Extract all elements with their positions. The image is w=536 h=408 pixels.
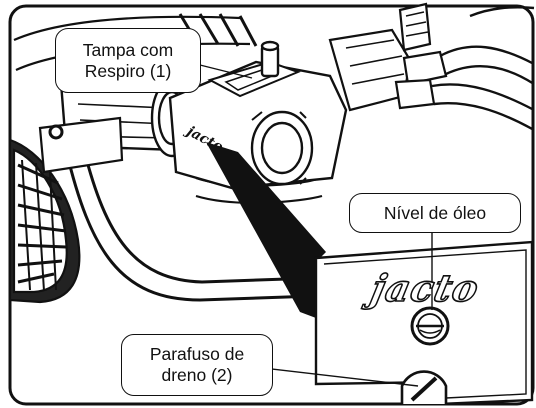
- oil-sight-glass: [410, 306, 450, 346]
- breather-cap-callout: Tampa com Respiro (1): [55, 28, 201, 93]
- drain-screw-label-line2: dreno (2): [161, 365, 233, 385]
- pump-fittings: [328, 2, 448, 112]
- hoses: [431, 6, 535, 132]
- pump-body: [168, 40, 348, 190]
- left-tire: [8, 138, 81, 304]
- drain-screw: [400, 370, 448, 404]
- drain-screw-callout: Parafuso de dreno (2): [121, 334, 273, 396]
- chassis-tubes: [38, 116, 323, 302]
- zoom-beam: [206, 142, 326, 318]
- breather-cap-label-line1: Tampa com: [82, 39, 174, 60]
- oil-level-callout: Nível de óleo: [349, 193, 521, 233]
- leader-lines: [195, 63, 433, 387]
- panel-brand-logo: jacto: [366, 265, 484, 311]
- breather-cap-label-line2: Respiro (1): [84, 60, 172, 81]
- drain-screw-label-line1: Parafuso de: [149, 344, 245, 364]
- oil-level-label: Nível de óleo: [383, 202, 487, 223]
